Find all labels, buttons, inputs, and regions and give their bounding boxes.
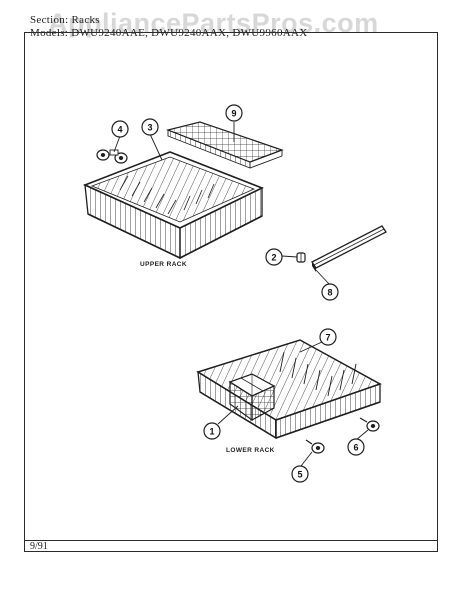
- callout-4-number: 4: [117, 125, 122, 135]
- track-part: [311, 225, 387, 272]
- lower-roller-right-part: [359, 417, 380, 432]
- basket-part: [228, 373, 276, 422]
- callout-7: 7: [319, 328, 337, 346]
- footer-date: 9/91: [30, 541, 48, 552]
- lower-rack-label: LOWER RACK: [226, 447, 275, 454]
- callout-6: 6: [347, 438, 365, 456]
- callout-2-number: 2: [271, 253, 276, 263]
- callout-5: 5: [291, 465, 309, 483]
- callout-1-number: 1: [209, 427, 214, 437]
- footer-divider: [24, 540, 438, 541]
- leader-lines: [113, 122, 369, 467]
- end-cap-part: [296, 252, 306, 263]
- callout-8: 8: [321, 283, 339, 301]
- callout-5-number: 5: [297, 470, 302, 480]
- callout-3: 3: [141, 118, 159, 136]
- upper-rack-label: UPPER RACK: [140, 261, 187, 268]
- callout-3-number: 3: [147, 123, 152, 133]
- callout-9: 9: [225, 104, 243, 122]
- callout-7-number: 7: [325, 333, 330, 343]
- lower-rack-part: [196, 339, 382, 440]
- cup-shelf-part: [166, 121, 284, 169]
- model-list: Models: DWU9240AAE, DWU9240AAX, DWU9960A…: [30, 27, 308, 39]
- callout-1: 1: [203, 422, 221, 440]
- section-title: Section: Racks: [30, 14, 100, 26]
- lower-roller-left-part: [305, 439, 325, 454]
- callout-8-number: 8: [327, 288, 332, 298]
- callout-6-number: 6: [353, 443, 358, 453]
- callout-2: 2: [265, 248, 283, 266]
- callout-4: 4: [111, 120, 129, 138]
- upper-rack-part: [82, 151, 264, 260]
- upper-roller-part: [96, 149, 128, 164]
- diagram-frame: [24, 32, 438, 552]
- callout-9-number: 9: [231, 109, 236, 119]
